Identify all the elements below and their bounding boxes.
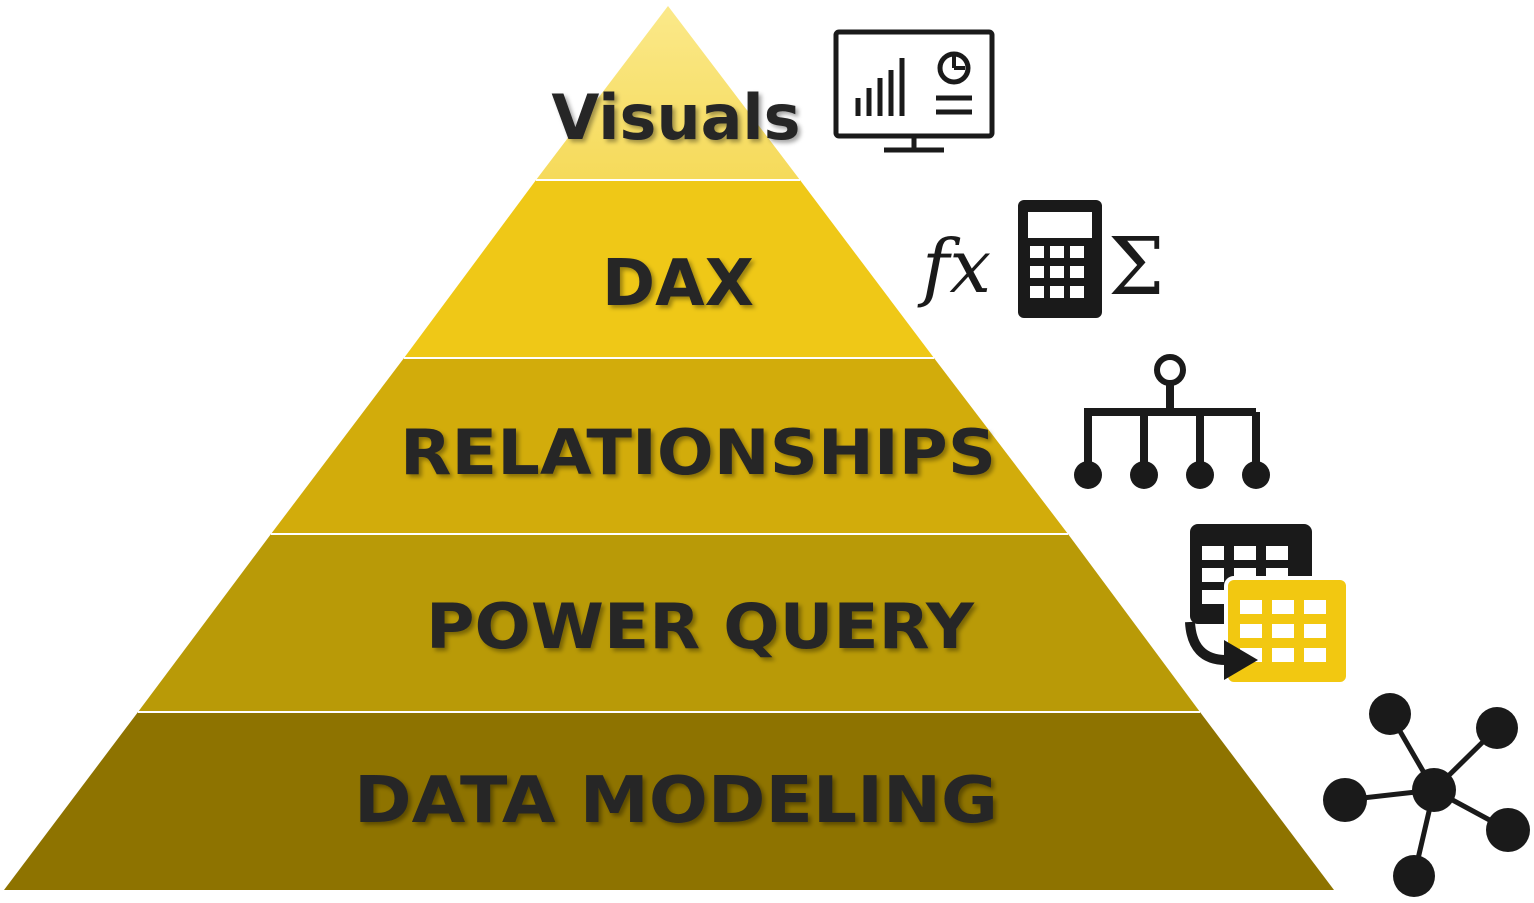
pyramid-level-relationships bbox=[271, 358, 1068, 534]
label-data-modeling: DATA MODELING bbox=[354, 764, 998, 838]
pyramid-level-visuals bbox=[536, 6, 800, 180]
table-transform-icon bbox=[1185, 524, 1350, 686]
dashboard-monitor-icon bbox=[833, 29, 995, 153]
fx-icon: fx bbox=[917, 224, 991, 310]
label-relationships: RELATIONSHIPS bbox=[400, 416, 996, 489]
pyramid-level-dax bbox=[404, 180, 934, 358]
pyramid-level-data-modeling bbox=[4, 712, 1334, 890]
label-dax: DAX bbox=[602, 247, 754, 321]
pyramid-level-power-query bbox=[138, 534, 1200, 712]
pyramid bbox=[4, 6, 1334, 890]
label-power-query: POWER QUERY bbox=[426, 590, 975, 663]
dax-icons: fx Σ bbox=[917, 200, 1165, 318]
network-graph-icon bbox=[1323, 693, 1530, 897]
hierarchy-tree-icon bbox=[1074, 354, 1270, 489]
sigma-icon: Σ bbox=[1108, 220, 1165, 313]
calculator-icon bbox=[1018, 200, 1102, 318]
label-visuals: Visuals bbox=[551, 81, 800, 154]
